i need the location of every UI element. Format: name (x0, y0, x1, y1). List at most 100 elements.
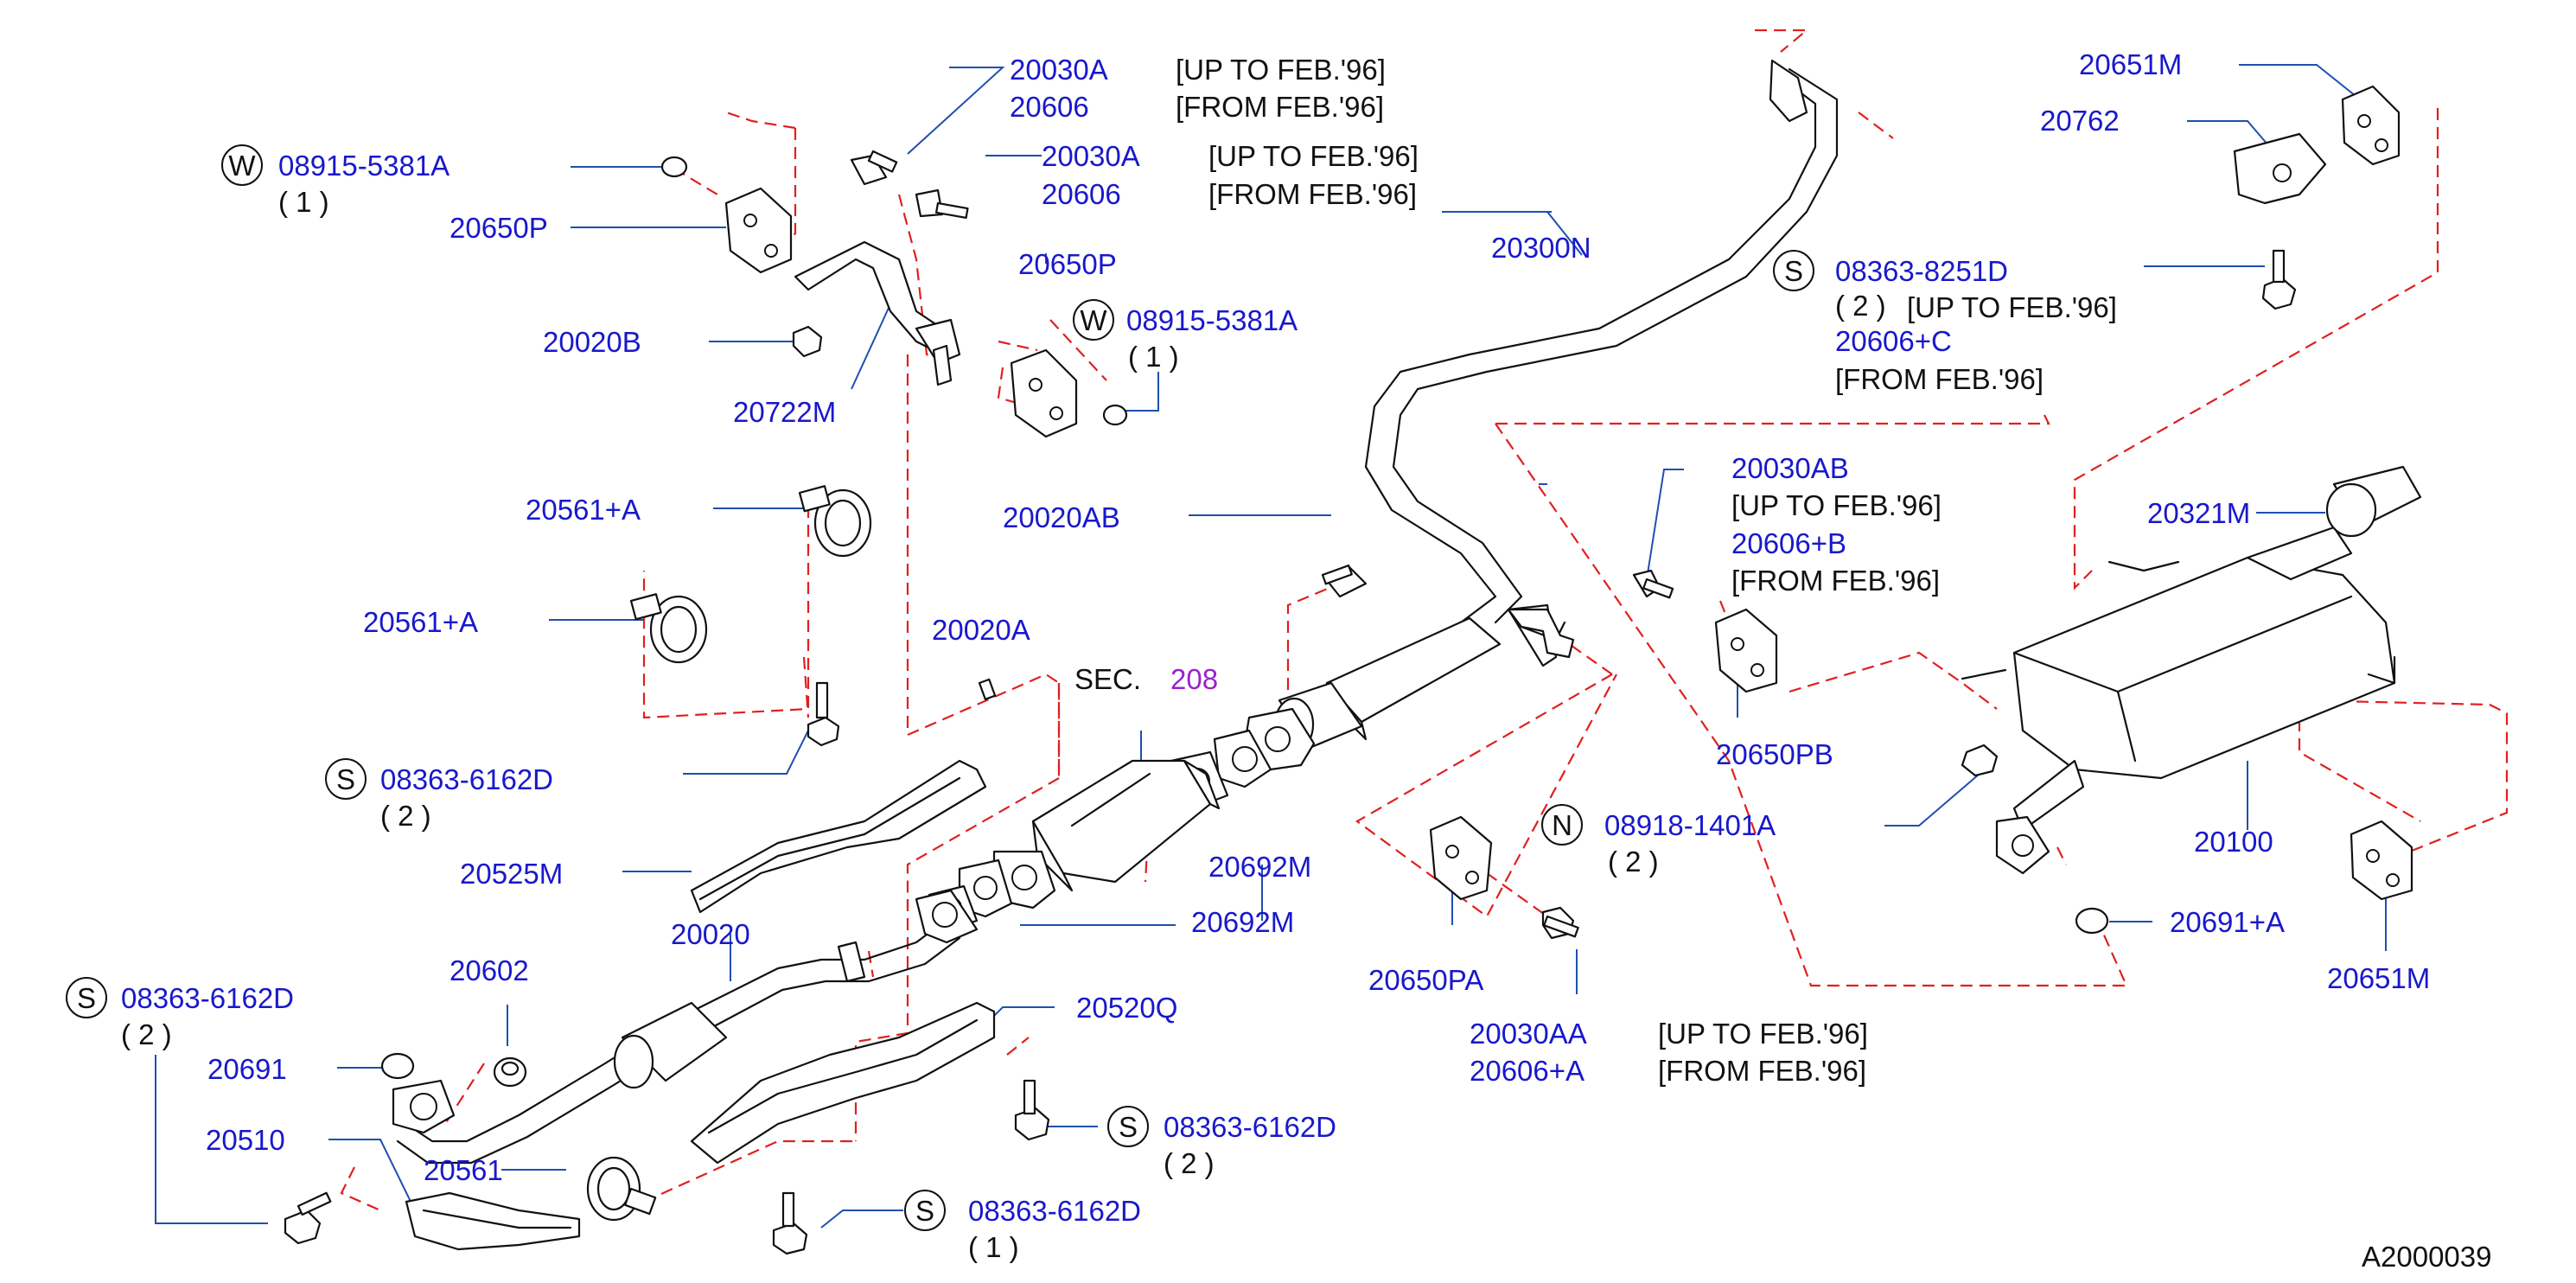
note-up-to-feb96-2: [UP TO FEB.'96] (1208, 140, 1419, 172)
note-up-to-feb96-6: [UP TO FEB.'96] (1731, 489, 1942, 521)
note-from-feb96-6: [FROM FEB.'96] (1731, 565, 1940, 597)
front-pipe-20020 (392, 889, 979, 1165)
heat-shield-20520q (690, 1001, 996, 1165)
label-20020: 20020 (671, 918, 750, 950)
w2-symbol: W (1080, 304, 1107, 336)
label-20762: 20762 (2040, 105, 2120, 137)
main-muffler-20100 (1961, 465, 2422, 875)
qty-08915-5381a-2: ( 1 ) (1128, 341, 1179, 373)
symbol-letters: W W S S S S S N (77, 150, 1803, 1227)
rubber-hanger-20650pa (1429, 815, 1493, 901)
bolts (284, 150, 2297, 1255)
clamp-20561a-lower (629, 593, 708, 664)
note-from-feb96-7: [FROM FEB.'96] (1658, 1055, 1866, 1087)
note-up-to-feb96-1: [UP TO FEB.'96] (1176, 54, 1386, 86)
label-20100: 20100 (2194, 826, 2273, 858)
heat-shield-20525m (690, 759, 987, 914)
qty-08363-6162d-2: ( 2 ) (121, 1018, 172, 1050)
label-20030a-top: 20030A (1010, 54, 1108, 86)
symbol-circles (66, 144, 1814, 1231)
rubber-hanger-20650pb (1714, 608, 1778, 693)
note-up-to-feb96-7: [UP TO FEB.'96] (1658, 1018, 1868, 1050)
label-20561a-1: 20561+A (526, 494, 641, 526)
label-20561: 20561 (424, 1154, 503, 1186)
note-from-feb96-5: [FROM FEB.'96] (1835, 363, 2044, 395)
label-20692m-2: 20692M (1191, 906, 1294, 938)
label-20561a-2: 20561+A (363, 606, 478, 638)
label-20510: 20510 (206, 1124, 285, 1156)
label-08918-1401a: 08918-1401A (1604, 809, 1776, 841)
seal-ring-20691 (380, 1052, 415, 1080)
label-20020b: 20020B (543, 326, 641, 358)
label-20606a: 20606+A (1470, 1055, 1584, 1087)
label-20650p-1: 20650P (450, 212, 548, 244)
sec-prefix: SEC. (1074, 663, 1141, 695)
sec-208-link[interactable]: 208 (1170, 663, 1218, 695)
s5-symbol: S (1784, 255, 1803, 287)
label-20020ab: 20020AB (1003, 501, 1120, 533)
clamp-20561a-upper (798, 485, 872, 558)
rubber-hanger-20651m-lower (2350, 820, 2413, 901)
label-20030a-2: 20030A (1042, 140, 1140, 172)
rubber-hanger-20650p-upper (724, 187, 793, 274)
s4-symbol: S (915, 1195, 934, 1227)
label-08915-5381a-2: 08915-5381A (1126, 304, 1298, 336)
label-20525m: 20525M (460, 858, 563, 890)
label-08363-6162d-1: 08363-6162D (380, 763, 553, 795)
label-20691: 20691 (207, 1053, 287, 1085)
s2-symbol: S (77, 982, 96, 1014)
label-20650p-2: 20650P (1018, 248, 1117, 280)
label-08363-8251d: 08363-8251D (1835, 255, 2008, 287)
note-from-feb96-2: [FROM FEB.'96] (1208, 178, 1417, 210)
label-20606-2: 20606 (1042, 178, 1121, 210)
assembly-guide-lines (340, 29, 2509, 1212)
label-20520q: 20520Q (1076, 992, 1177, 1024)
label-20030ab: 20030AB (1731, 452, 1849, 484)
bracket-20722m (794, 240, 961, 386)
heat-shield-20510 (405, 1191, 581, 1251)
qty-08918-1401a: ( 2 ) (1608, 846, 1659, 878)
qty-08363-6162d-4: ( 1 ) (968, 1231, 1019, 1263)
n1-symbol: N (1552, 809, 1572, 841)
leader-lines (155, 64, 2387, 1229)
note-up-to-feb96-5: [UP TO FEB.'96] (1907, 291, 2117, 323)
qty-08363-6162d-1: ( 2 ) (380, 800, 431, 832)
label-20651m-1: 20651M (2079, 48, 2182, 80)
s3-symbol: S (1119, 1111, 1138, 1143)
clamp-20561 (586, 1156, 657, 1222)
label-08915-5381a-1: 08915-5381A (278, 150, 450, 182)
label-20651m-2: 20651M (2327, 962, 2430, 994)
label-08363-6162d-2: 08363-6162D (121, 982, 294, 1014)
label-20722m: 20722M (733, 396, 836, 428)
label-20300n: 20300N (1491, 232, 1591, 264)
label-20020a: 20020A (932, 614, 1030, 646)
catalytic-converter (1031, 759, 1221, 892)
label-20692m-1: 20692M (1208, 851, 1311, 883)
pipe-hanger-bracket (1507, 608, 1575, 659)
label-20650pb: 20650PB (1716, 738, 1833, 770)
qty-08363-8251d: ( 2 ) (1835, 290, 1886, 322)
label-20606c: 20606+C (1835, 325, 1952, 357)
seal-ring-20691a (2075, 907, 2109, 935)
rubber-hanger-20651m-upper (2341, 85, 2401, 166)
label-20650pa: 20650PA (1368, 964, 1483, 996)
part-labels: 20030A 20606 [UP TO FEB.'96] [FROM FEB.'… (121, 48, 2491, 1273)
s1-symbol: S (336, 763, 355, 795)
label-20030aa: 20030AA (1470, 1018, 1587, 1050)
nut-20020b (792, 325, 823, 358)
label-20606b: 20606+B (1731, 527, 1846, 559)
label-08363-6162d-3: 08363-6162D (1164, 1111, 1336, 1143)
diagram-id: A2000039 (2362, 1241, 2491, 1273)
seal-ring-20602 (493, 1056, 527, 1088)
note-from-feb96-1: [FROM FEB.'96] (1176, 91, 1384, 123)
label-20691a: 20691+A (2170, 906, 2285, 938)
bracket-20762 (2233, 132, 2327, 205)
qty-08363-6162d-3: ( 2 ) (1164, 1147, 1215, 1179)
washer-upper (660, 156, 688, 178)
label-20606-top: 20606 (1010, 91, 1089, 123)
label-08363-6162d-4: 08363-6162D (968, 1195, 1141, 1227)
qty-08915-5381a-1: ( 1 ) (278, 186, 329, 218)
rubber-hanger-20650p-lower (1010, 348, 1078, 438)
mid-pipe-20300n (1364, 59, 1839, 624)
